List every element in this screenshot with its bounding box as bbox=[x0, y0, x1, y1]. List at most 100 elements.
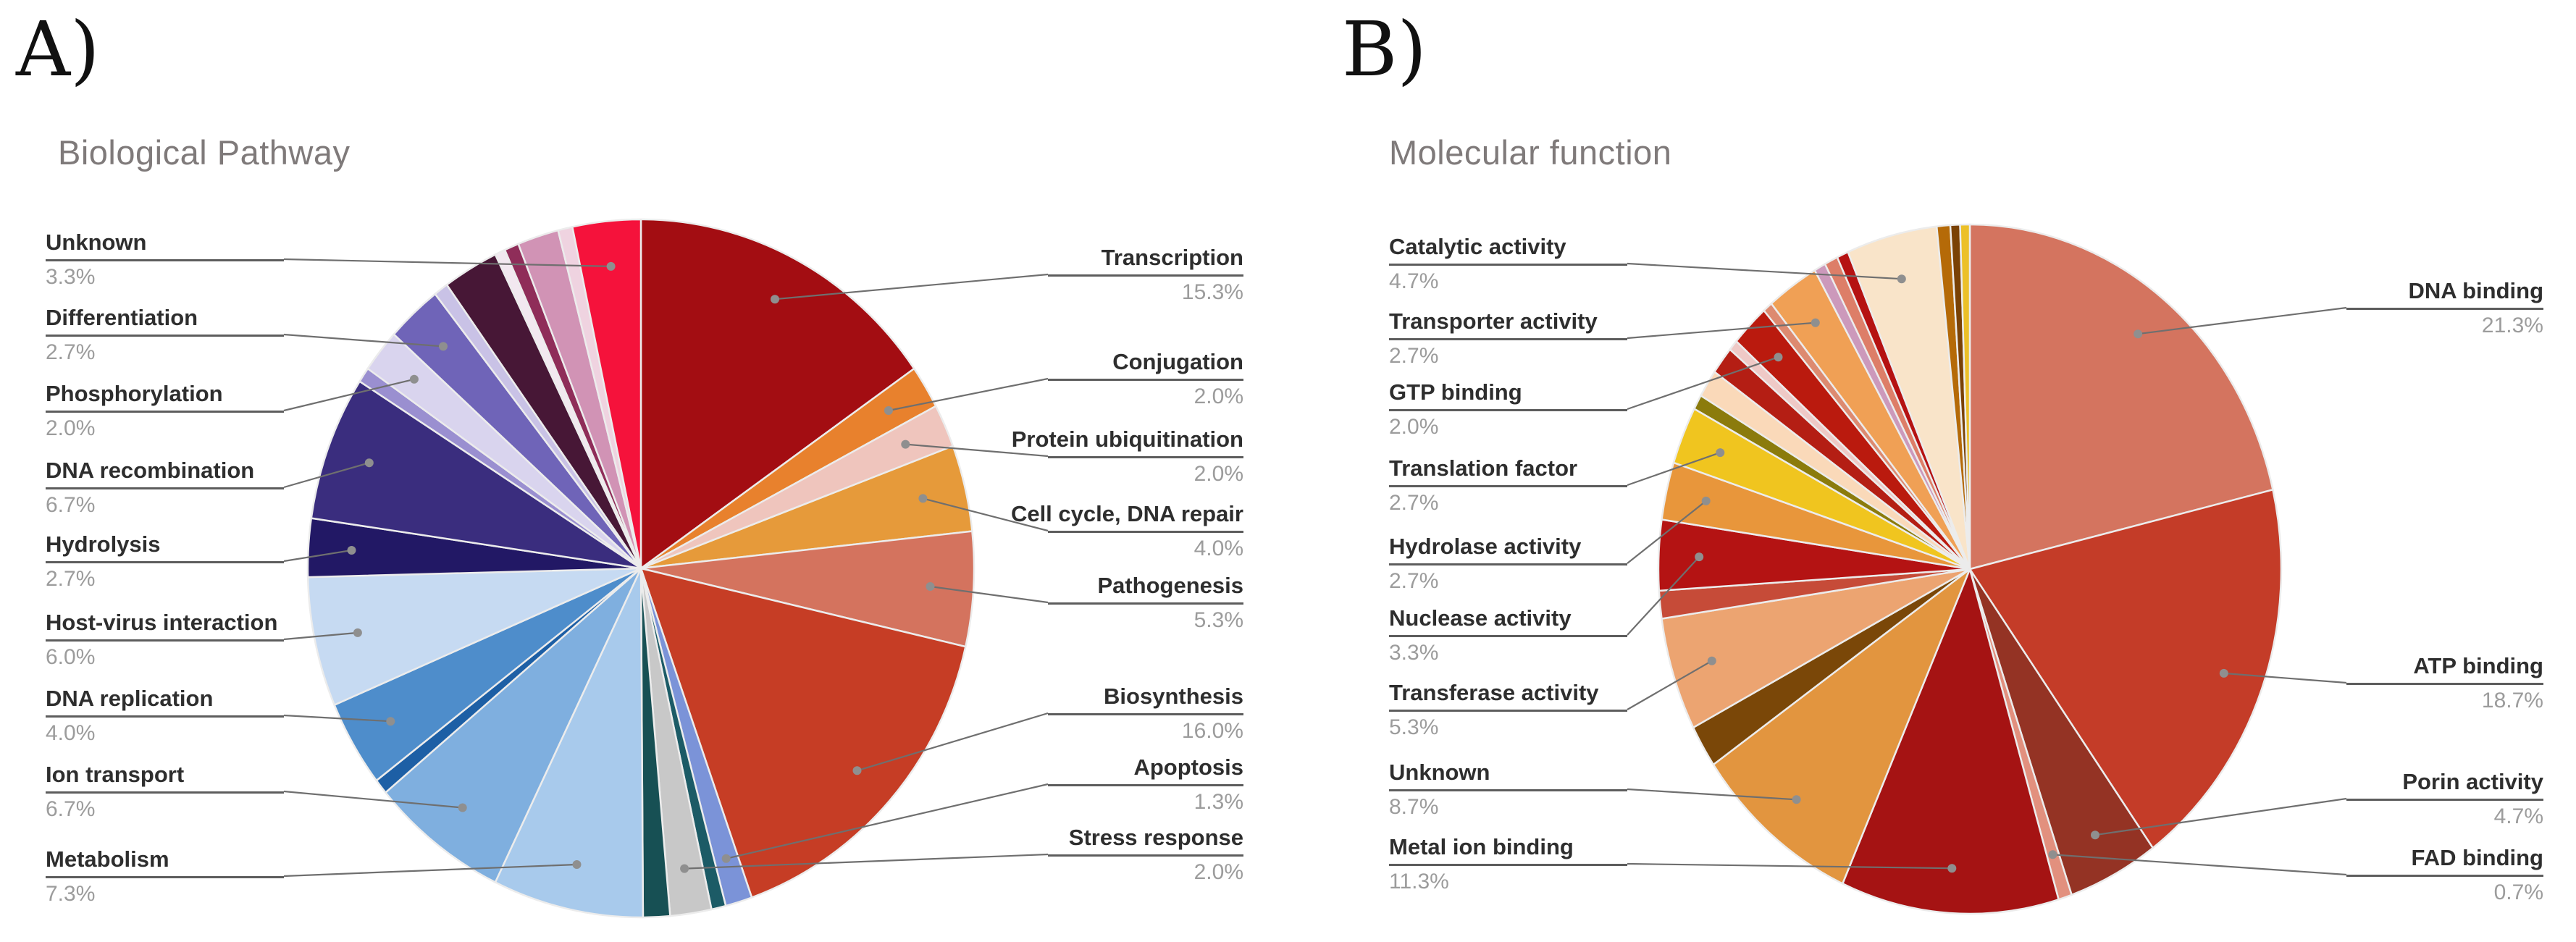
slice-name: DNA binding bbox=[2408, 278, 2543, 303]
slice-name: Host-virus interaction bbox=[46, 610, 278, 635]
leader-dot-dna-replication bbox=[386, 717, 395, 726]
panel-b-letter: B) bbox=[1342, 5, 1427, 93]
label-underline bbox=[1048, 456, 1243, 458]
slice-percent: 1.3% bbox=[1193, 790, 1243, 814]
slice-percent: 4.7% bbox=[2493, 804, 2543, 828]
label-underline bbox=[1389, 338, 1627, 340]
slice-name: Metabolism bbox=[46, 846, 169, 872]
leader-line-stress-response bbox=[684, 853, 1049, 870]
slice-name: Unknown bbox=[46, 230, 147, 255]
label-underline bbox=[46, 715, 284, 718]
pie-b-slice-transferase-activity[interactable] bbox=[1661, 568, 1971, 729]
leader-line-metabolism bbox=[283, 863, 577, 878]
pie-b-slice-atp-binding[interactable] bbox=[1968, 489, 2283, 849]
leader-line-nuclease-activity bbox=[1627, 556, 1700, 636]
leader-line-dna-replication bbox=[283, 714, 391, 723]
slice-name: Catalytic activity bbox=[1389, 234, 1566, 259]
slice-name: Translation factor bbox=[1389, 455, 1578, 481]
leader-dot-dna-recombination bbox=[364, 458, 374, 468]
label-underline bbox=[1048, 531, 1243, 533]
leader-line-hydrolase-activity bbox=[1627, 500, 1707, 564]
leader-line-metal-ion-binding bbox=[1627, 862, 1952, 870]
slice-percent: 18.7% bbox=[2481, 689, 2543, 712]
slice-name: FAD binding bbox=[2411, 845, 2543, 870]
pie-a-slice-transcription[interactable] bbox=[639, 218, 915, 570]
pie-b-slice-filler-25[interactable] bbox=[1959, 223, 1971, 571]
pie-a-slice-host-virus-interaction[interactable] bbox=[306, 567, 642, 706]
leader-dot-unknown bbox=[606, 261, 616, 271]
label-underline bbox=[1389, 864, 1627, 866]
slice-name: Metal ion binding bbox=[1389, 834, 1574, 859]
leader-dot-transcription bbox=[771, 295, 779, 304]
label-underline bbox=[1389, 409, 1627, 411]
label-underline bbox=[2346, 683, 2543, 685]
leader-dot-conjugation bbox=[884, 406, 893, 415]
leader-dot-phosphorylation bbox=[409, 374, 419, 384]
slice-name: Conjugation bbox=[1112, 349, 1243, 374]
chart-b-title: Molecular function bbox=[1389, 133, 1672, 172]
leader-dot-host-virus-interaction bbox=[353, 628, 362, 637]
chart-a-title: Biological Pathway bbox=[58, 133, 351, 172]
panel-a-letter: A) bbox=[16, 5, 100, 93]
slice-percent: 4.0% bbox=[1193, 537, 1243, 560]
slice-name: DNA replication bbox=[46, 686, 214, 711]
slice-name: Cell cycle, DNA repair bbox=[1010, 501, 1243, 526]
leader-line-catalytic-activity bbox=[1627, 262, 1902, 280]
slice-percent: 2.7% bbox=[1389, 569, 1439, 593]
leader-dot-gtp-binding bbox=[1774, 353, 1783, 362]
label-underline bbox=[1048, 274, 1243, 277]
leader-dot-fad-binding bbox=[2048, 850, 2057, 859]
slice-percent: 2.0% bbox=[1193, 384, 1243, 408]
pie-b-slice-unknown[interactable] bbox=[1712, 568, 1971, 885]
label-underline bbox=[46, 639, 284, 642]
pie-a-slice-biosynthesis[interactable] bbox=[639, 567, 967, 899]
slice-percent: 2.7% bbox=[1389, 491, 1439, 515]
pie-a-slice-unknown[interactable] bbox=[571, 218, 642, 570]
leader-line-hydrolysis bbox=[283, 549, 352, 563]
leader-dot-atp-binding bbox=[2219, 668, 2228, 678]
pie-a-slice-dna-recombination[interactable] bbox=[310, 380, 642, 570]
slice-percent: 2.0% bbox=[1193, 462, 1243, 486]
slice-name: GTP binding bbox=[1389, 379, 1522, 405]
leader-line-phosphorylation bbox=[283, 378, 415, 412]
pie-b-slice-dna-binding[interactable] bbox=[1968, 223, 2274, 571]
slice-percent: 8.7% bbox=[1389, 795, 1439, 819]
label-underline bbox=[46, 876, 284, 878]
leader-dot-protein-ubiquitination bbox=[901, 440, 910, 449]
leader-line-biosynthesis bbox=[857, 712, 1049, 772]
slice-percent: 6.7% bbox=[46, 493, 96, 517]
slice-name: Apoptosis bbox=[1133, 754, 1243, 780]
pie-a-slice-pathogenesis[interactable] bbox=[639, 530, 976, 648]
leader-dot-nuclease-activity bbox=[1695, 552, 1704, 562]
pie-b-slice-metal-ion-binding[interactable] bbox=[1842, 568, 2060, 915]
leader-line-transcription bbox=[774, 273, 1049, 300]
leader-dot-porin-activity bbox=[2091, 830, 2099, 840]
slice-percent: 2.7% bbox=[1389, 344, 1439, 368]
leader-line-atp-binding bbox=[2223, 672, 2347, 684]
leader-line-translation-factor bbox=[1627, 452, 1721, 487]
slice-percent: 15.3% bbox=[1181, 280, 1243, 304]
leader-dot-transferase-activity bbox=[1707, 656, 1716, 665]
slice-name: Hydrolysis bbox=[46, 531, 161, 557]
slice-name: Hydrolase activity bbox=[1389, 534, 1582, 559]
leader-line-unknown bbox=[283, 258, 611, 267]
slice-name: Nuclease activity bbox=[1389, 605, 1572, 631]
pie-a-slice-metabolism[interactable] bbox=[494, 567, 645, 919]
label-underline bbox=[1048, 854, 1243, 857]
slice-name: Pathogenesis bbox=[1097, 573, 1243, 598]
label-underline bbox=[1048, 602, 1243, 605]
label-underline bbox=[1048, 784, 1243, 786]
leader-line-fad-binding bbox=[2052, 854, 2347, 876]
pie-a-slice-ion-transport[interactable] bbox=[385, 567, 642, 883]
leader-line-transporter-activity bbox=[1627, 321, 1816, 340]
